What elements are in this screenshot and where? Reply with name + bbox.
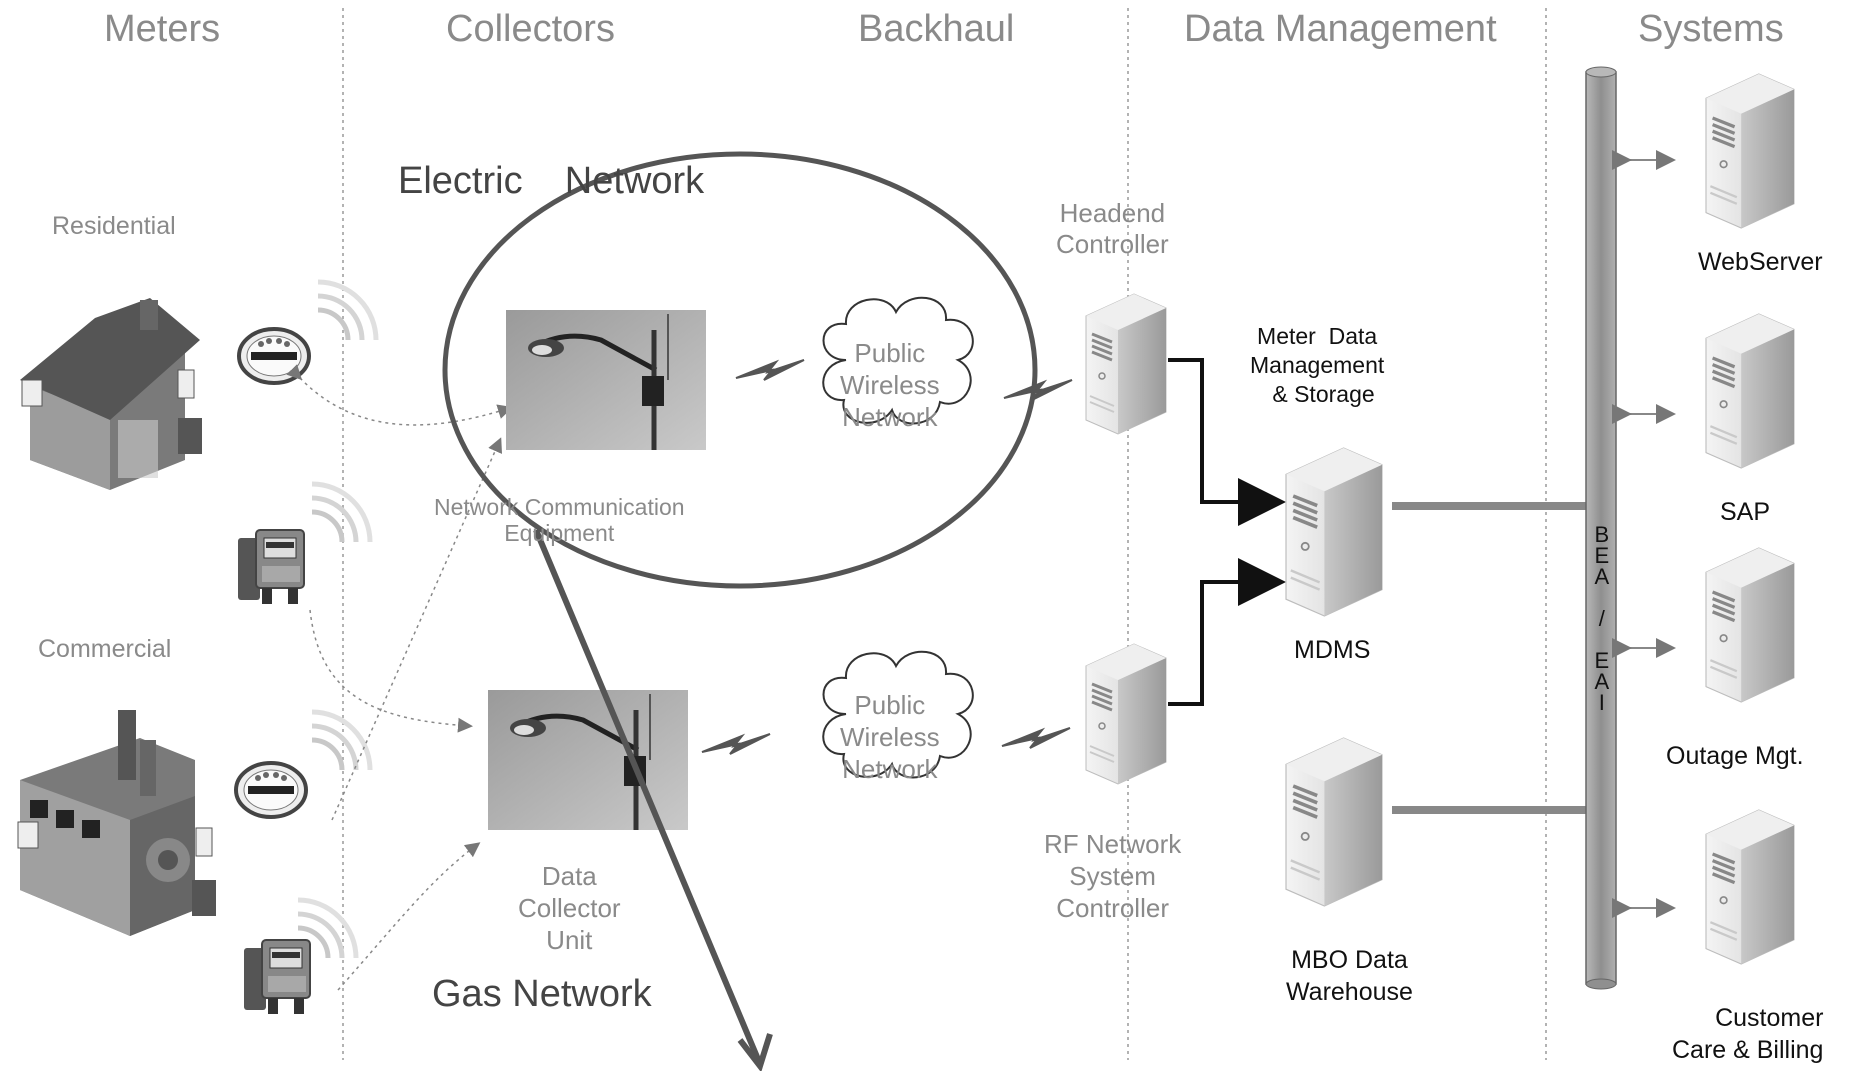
label-electric-network: Electric Network bbox=[398, 160, 705, 202]
sap-server-icon bbox=[1704, 312, 1796, 470]
electric-meter-icon-1 bbox=[237, 327, 311, 385]
mdms-server-icon bbox=[1284, 446, 1384, 618]
label-sap: SAP bbox=[1720, 498, 1771, 526]
gas-collector-image bbox=[488, 690, 688, 830]
warehouse-server-icon bbox=[1284, 736, 1384, 908]
webserver-server-icon bbox=[1704, 72, 1796, 230]
wireless-link-icon-2 bbox=[1003, 379, 1073, 401]
gas-meter-icon-1 bbox=[237, 529, 305, 605]
label-mbo-data-warehouse: MBO Data Warehouse bbox=[1286, 946, 1413, 1006]
billing-server-icon bbox=[1704, 808, 1796, 966]
wireless-link-icon-1 bbox=[735, 359, 805, 381]
gas-meter-icon-2 bbox=[243, 939, 311, 1015]
meter-links bbox=[286, 364, 513, 991]
label-public-wireless-network-top: Public Wireless Network bbox=[840, 338, 940, 432]
label-webserver: WebServer bbox=[1698, 248, 1823, 276]
label-bus: BEA / EAI bbox=[1589, 522, 1615, 711]
label-data-collector-unit: Data Collector Unit bbox=[518, 861, 621, 956]
signal-waves-icon-3 bbox=[312, 712, 370, 770]
electric-network-ellipse bbox=[442, 151, 1038, 589]
wireless-link-icon-4 bbox=[1001, 727, 1071, 749]
column-header-backhaul: Backhaul bbox=[858, 8, 1015, 50]
column-header-data-management: Data Management bbox=[1184, 8, 1497, 50]
label-public-wireless-network-bottom: Public Wireless Network bbox=[840, 690, 940, 784]
headend-server-icon bbox=[1084, 292, 1168, 436]
label-rf-network-system-controller: RF Network System Controller bbox=[1044, 829, 1182, 924]
big-arrow bbox=[533, 528, 763, 1066]
big-arrow-head-icon bbox=[737, 1033, 773, 1071]
label-commercial: Commercial bbox=[38, 635, 172, 663]
column-header-systems: Systems bbox=[1638, 8, 1784, 50]
commercial-building-icon bbox=[17, 710, 216, 936]
electric-collector-image bbox=[506, 310, 706, 450]
label-residential: Residential bbox=[52, 212, 176, 240]
rf-to-mdms-arrow bbox=[1168, 558, 1286, 706]
signal-waves-icon-1 bbox=[318, 282, 376, 340]
headend-to-mdms-arrow bbox=[1168, 358, 1286, 526]
column-header-meters: Meters bbox=[104, 8, 221, 50]
label-meter-data-management: Meter Data Management & Storage bbox=[1250, 323, 1385, 407]
label-customer-care-billing: Customer Care & Billing bbox=[1672, 1004, 1824, 1064]
label-network-communication-equipment: Network Communication Equipment bbox=[434, 494, 685, 547]
signal-waves-icon-2 bbox=[312, 484, 370, 542]
wireless-link-icon-3 bbox=[701, 733, 771, 755]
residential-house-icon bbox=[20, 298, 202, 490]
label-headend-controller: Headend Controller bbox=[1056, 198, 1169, 260]
outage-server-icon bbox=[1704, 546, 1796, 704]
label-mdms: MDMS bbox=[1294, 636, 1371, 664]
label-outage-mgt: Outage Mgt. bbox=[1666, 742, 1804, 770]
electric-meter-icon-2 bbox=[234, 761, 308, 819]
integration-bus bbox=[1585, 66, 1617, 990]
label-gas-network: Gas Network bbox=[432, 973, 652, 1015]
rf-server-icon bbox=[1084, 642, 1168, 786]
bus-system-arrows bbox=[1612, 150, 1676, 918]
column-header-collectors: Collectors bbox=[446, 8, 615, 50]
